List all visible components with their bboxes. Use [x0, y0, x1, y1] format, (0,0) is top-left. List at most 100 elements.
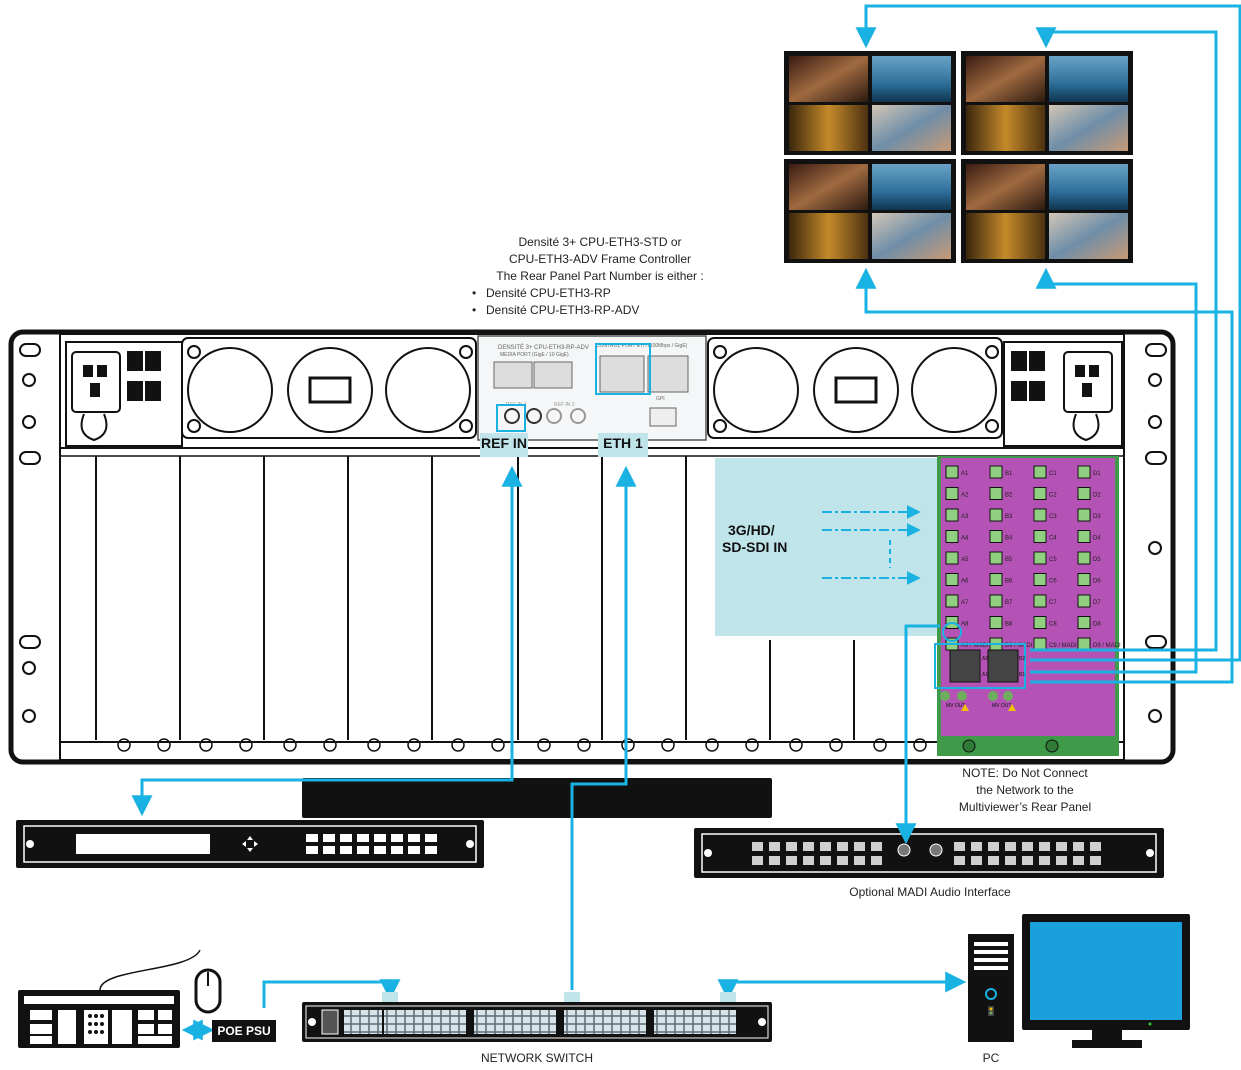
bnc-connector [945, 465, 959, 479]
bnc-label: C4 [1049, 536, 1057, 542]
audio-port [1022, 842, 1033, 851]
bnc-label: D9 / MADI [1093, 643, 1121, 649]
bnc-connector [1077, 465, 1091, 479]
mv-out-label-1: MV OUT [946, 703, 965, 709]
bnc-label: B1 [1005, 471, 1013, 477]
sdi-input-arrows [822, 505, 921, 585]
bnc-label: D2 [1093, 493, 1101, 499]
bnc-label: D5 [1093, 557, 1101, 563]
panel-button [408, 834, 420, 842]
bnc-label: A1 [961, 471, 969, 477]
bnc-connector [989, 530, 1003, 543]
audio-port [837, 856, 848, 865]
panel-button [357, 834, 369, 842]
network-switch-body [302, 992, 772, 1042]
bnc-label: A3 [961, 514, 969, 520]
panel-button [340, 834, 352, 842]
bnc-label: D1 [1093, 471, 1101, 477]
panel-button [340, 846, 352, 854]
poe-psu-label: POE PSU [212, 1020, 276, 1042]
mouse-icon [194, 968, 222, 1014]
panel-button [323, 834, 335, 842]
bnc-label: A8 [961, 622, 969, 628]
bnc-label: B8 [1005, 622, 1013, 628]
bnc-connector [1033, 551, 1047, 565]
bnc-connector [1033, 465, 1047, 479]
audio-port [871, 856, 882, 865]
audio-port [803, 856, 814, 865]
bnc-connector [989, 573, 1003, 586]
ref-in-label: REF IN [480, 433, 528, 457]
bnc-label: C1 [1049, 471, 1057, 477]
bnc-connector [1077, 573, 1091, 586]
bnc-connector [945, 551, 959, 565]
panel-button [425, 846, 437, 854]
audio-port [1090, 842, 1101, 851]
audio-port [769, 856, 780, 865]
audio-port [803, 842, 814, 851]
mv-out-label-2: MV OUT [992, 703, 1011, 709]
bnc-label: A6 [961, 579, 969, 585]
panel-button [306, 834, 318, 842]
bnc-label: B9 / MADI [1005, 643, 1033, 649]
madi-bnc-highlight [942, 622, 962, 642]
monitor-icon [784, 159, 956, 263]
keyboard-icon [18, 949, 201, 1048]
bnc-label: D6 [1093, 579, 1101, 585]
sdi-in-label: 3G/HD/ SD-SDI IN [722, 522, 787, 556]
bnc-label: C7 [1049, 600, 1057, 606]
audio-port [954, 856, 965, 865]
hdmi-label-a2: A2 [982, 656, 988, 662]
bnc-connector [1033, 573, 1047, 586]
bnc-connector [989, 594, 1003, 608]
bnc-connector [989, 616, 1003, 629]
cpu-part-item: Densité CPU-ETH3-RP-ADV [472, 302, 639, 319]
audio-port [1056, 842, 1067, 851]
sdi-in-line2: SD-SDI IN [722, 539, 788, 555]
bnc-label: B5 [1005, 557, 1013, 563]
audio-port [871, 842, 882, 851]
cpu-panel-title: DENSITÉ 3+ CPU-ETH3-RP-ADV [498, 344, 589, 351]
bnc-connector [1077, 551, 1091, 565]
audio-port [1073, 842, 1084, 851]
network-note-line3: Multiviewer’s Rear Panel [958, 800, 1092, 814]
pc-label: PC [982, 1051, 1000, 1065]
pc-tower-icon [968, 934, 1014, 1042]
bnc-connector [1033, 616, 1047, 629]
bnc-label: B7 [1005, 600, 1013, 606]
bnc-label: B3 [1005, 514, 1013, 520]
bnc-connector [989, 487, 1003, 500]
audio-port [752, 856, 763, 865]
bnc-connector [945, 487, 959, 500]
bnc-connector [989, 551, 1003, 565]
bnc-label: A5 [961, 557, 969, 563]
bnc-connector [989, 465, 1003, 479]
network-note: NOTE: Do Not Connect the Network to the … [920, 765, 1130, 816]
audio-port [988, 842, 999, 851]
panel-button [374, 834, 386, 842]
network-switch [302, 778, 772, 818]
cpu-part-item: Densité CPU-ETH3-RP [472, 285, 639, 302]
bnc-connector [1033, 530, 1047, 543]
bnc-label: D8 [1093, 622, 1101, 628]
bnc-connector [945, 573, 959, 586]
bnc-label: B6 [1005, 579, 1013, 585]
audio-port [1039, 856, 1050, 865]
panel-button [408, 846, 420, 854]
monitor-wall [784, 51, 1133, 263]
bnc-label: C6 [1049, 579, 1057, 585]
audio-port [820, 842, 831, 851]
bnc-connector [1077, 637, 1091, 651]
bnc-connector [1077, 530, 1091, 543]
cpu-rear-panel: DENSITÉ 3+ CPU-ETH3-RP-ADV MEDIA PORT (G… [477, 335, 707, 441]
bnc-label: C5 [1049, 557, 1057, 563]
network-switch-label: NETWORK SWITCH [481, 1051, 593, 1065]
audio-port [988, 856, 999, 865]
bnc-connector [1033, 637, 1047, 651]
bnc-label: A4 [961, 536, 969, 542]
bnc-label: D3 [1093, 514, 1101, 520]
audio-port [837, 842, 848, 851]
monitor-icon [1022, 914, 1190, 1048]
bnc-label: D4 [1093, 536, 1101, 542]
